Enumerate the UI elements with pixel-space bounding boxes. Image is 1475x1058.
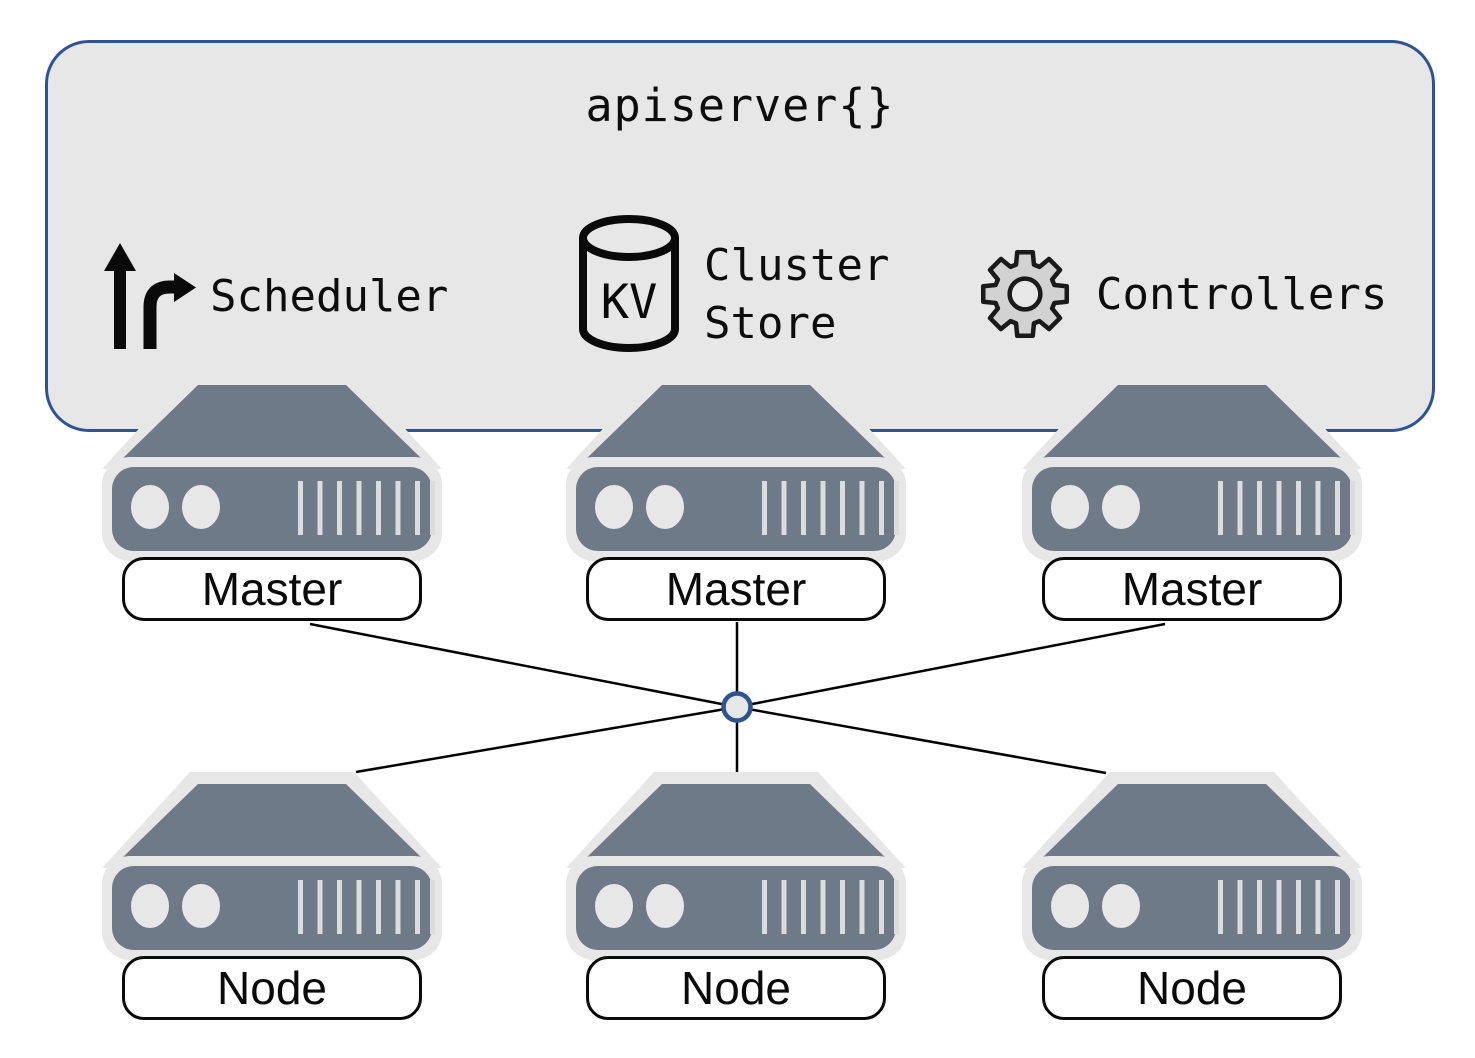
server-label: Master (586, 557, 886, 621)
server-vents (298, 481, 435, 535)
server-vents (298, 880, 435, 934)
turn-arrows-icon (104, 243, 196, 349)
connector-line (309, 622, 738, 709)
node-server-1: Node (102, 772, 442, 1028)
server-vents (1218, 880, 1355, 934)
master-server-2: Master (566, 373, 906, 629)
cluster-store-component: KV Cluster Store (576, 215, 889, 353)
server-icon (102, 373, 442, 561)
server-label: Master (122, 557, 422, 621)
server-icon (566, 373, 906, 561)
database-cylinder-icon: KV (579, 215, 679, 352)
apiserver-box: apiserver{} Scheduler KV Cluster Store (45, 40, 1435, 432)
server-vents (1218, 481, 1355, 535)
controllers-component: Controllers (978, 247, 1387, 341)
server-icon (1022, 373, 1362, 561)
apiserver-title: apiserver{} (585, 79, 895, 132)
master-server-3: Master (1022, 373, 1362, 629)
node-server-2: Node (566, 772, 906, 1028)
node-server-3: Node (1022, 772, 1362, 1028)
server-label: Master (1042, 557, 1342, 621)
connector-line (736, 705, 1107, 775)
connector-line (736, 622, 1166, 709)
scheduler-component: Scheduler (104, 243, 448, 349)
server-icon (102, 772, 442, 960)
server-label: Node (586, 956, 886, 1020)
hub-connector (721, 691, 753, 723)
master-server-1: Master (102, 373, 442, 629)
server-label: Node (122, 956, 422, 1020)
server-label: Node (1042, 956, 1342, 1020)
kv-badge: KV (601, 275, 658, 330)
cluster-store-label: Cluster Store (704, 240, 890, 349)
gear-icon (980, 249, 1070, 339)
controllers-label: Controllers (1096, 268, 1388, 320)
server-icon (566, 772, 906, 960)
server-vents (762, 481, 899, 535)
server-icon (1022, 772, 1362, 960)
server-vents (762, 880, 899, 934)
scheduler-label: Scheduler (210, 270, 449, 322)
connector-line (355, 705, 738, 774)
